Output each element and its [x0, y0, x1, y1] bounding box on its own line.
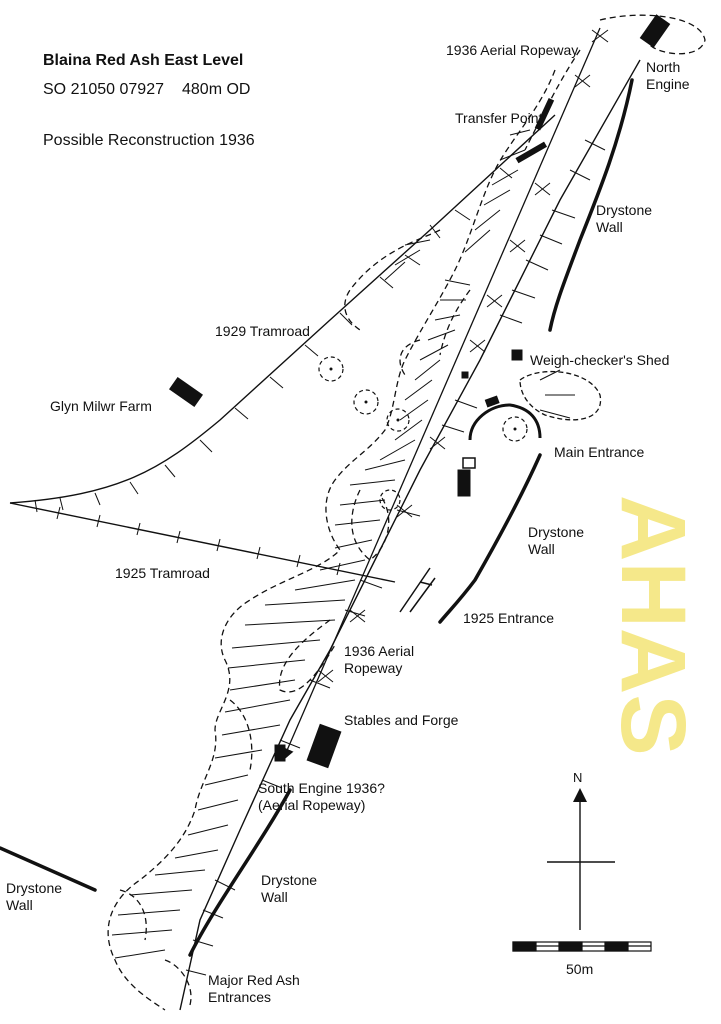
label-ropeway-top: 1936 Aerial Ropeway [446, 42, 579, 58]
label-weigh-checker-shed: Weigh-checker's Shed [530, 352, 670, 368]
scale-label: 50m [566, 961, 594, 977]
tip-hachures [111, 129, 575, 959]
label-main-entrance: Main Entrance [554, 444, 645, 460]
ropeway-crosses [317, 29, 609, 683]
label-ropeway-mid: 1936 Aerial Ropeway [344, 643, 415, 676]
tramroad-1929 [9, 114, 556, 504]
grid-reference: SO 21050 07927 480m OD [43, 81, 268, 99]
map-subtitle: Possible Reconstruction 1936 [43, 132, 255, 149]
tramroad-ticks [34, 167, 513, 576]
label-drystone-wall-4: Drystone Wall [6, 880, 63, 913]
label-major-red-ash-entrances: Major Red Ash Entrances [208, 972, 300, 1005]
label-stables-forge: Stables and Forge [344, 712, 459, 728]
label-glyn-milwr-farm: Glyn Milwr Farm [50, 398, 152, 414]
label-entrance-1925: 1925 Entrance [463, 610, 555, 626]
tramroad-1925 [9, 502, 396, 583]
entrance-loop [519, 370, 602, 421]
main-entrance-arc [468, 403, 542, 441]
label-tramroad-1925: 1925 Tramroad [115, 565, 210, 581]
north-label: N [573, 770, 583, 785]
label-tramroad-1929: 1929 Tramroad [215, 323, 310, 339]
drystone-walls [0, 78, 634, 957]
label-transfer-point: Transfer Point [455, 110, 543, 126]
label-north-engine: North Engine [646, 59, 690, 92]
north-arrow [547, 788, 615, 930]
scale-bar [512, 941, 652, 952]
grid-ref-value: SO 21050 07927 [43, 81, 164, 98]
ahas-watermark: AHAS [602, 495, 704, 756]
label-drystone-wall-1: Drystone Wall [596, 202, 653, 235]
buildings [169, 14, 671, 769]
map-title: Blaina Red Ash East Level [43, 52, 244, 69]
label-south-engine: South Engine 1936? (Aerial Ropeway) [258, 780, 385, 813]
tub-marker [462, 457, 476, 469]
tree-symbols [318, 356, 528, 511]
label-drystone-wall-2: Drystone Wall [528, 524, 585, 557]
entrance-1925-marks [399, 567, 436, 613]
altitude-value: 480m OD [182, 81, 251, 98]
label-drystone-wall-3: Drystone Wall [261, 872, 318, 905]
aerial-ropeway-1936 [281, 27, 601, 761]
